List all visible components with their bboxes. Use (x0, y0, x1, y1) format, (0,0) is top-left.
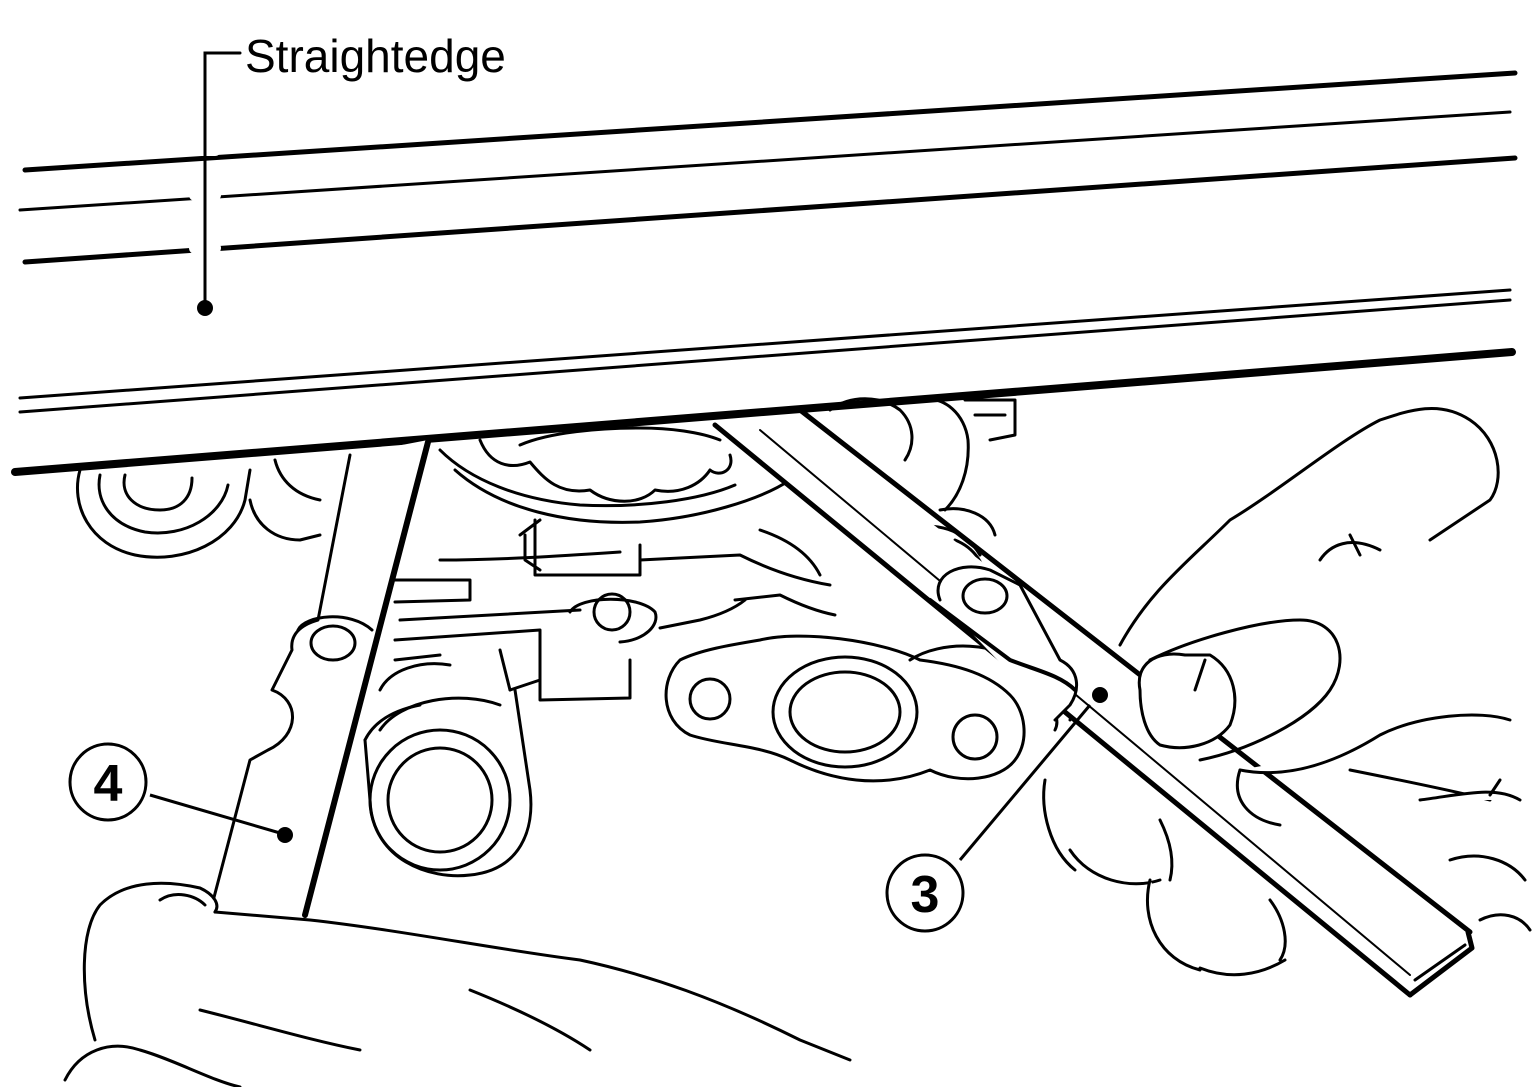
straightedge (11, 70, 1518, 476)
callout-3-circle (885, 853, 965, 933)
straightedge-leader (189, 51, 242, 302)
callout-3-dot (1092, 687, 1108, 703)
callout-4-dot (277, 827, 293, 843)
part-4-strip (210, 439, 431, 918)
right-hand (1042, 406, 1532, 977)
callout-4: 4 (68, 742, 293, 843)
straightedge-leader-dot (197, 300, 213, 316)
straightedge-label: Straightedge (245, 30, 506, 82)
pump-housing (75, 397, 1073, 878)
callout-4-number: 4 (94, 755, 123, 813)
left-hand (0, 881, 860, 1089)
callout-3: 3 (885, 687, 1108, 933)
part-3-feeler-gauge (712, 407, 1475, 998)
callout-4-circle (68, 742, 148, 822)
callout-3-number: 3 (911, 866, 940, 924)
